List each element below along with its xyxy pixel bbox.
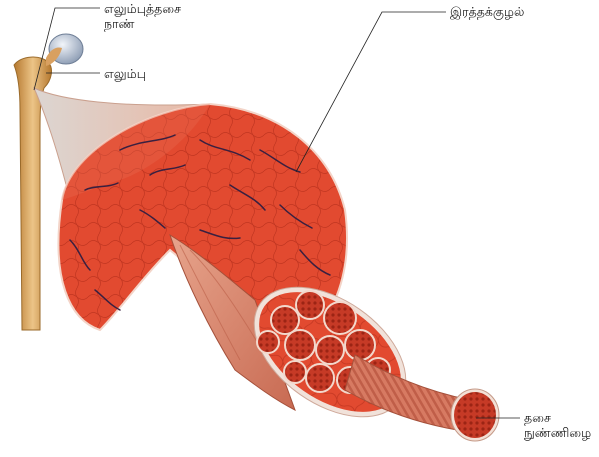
label-muscle-fiber-line1: தசை — [524, 410, 591, 425]
muscle-fiber — [345, 355, 499, 441]
label-blood-vessel: இரத்தக்குழல் — [450, 4, 524, 19]
label-tendon-line2: நாண் — [104, 16, 181, 31]
label-bone-text: எலும்பு — [104, 66, 146, 81]
label-tendon-line1: எலும்புத்தசை — [104, 1, 181, 16]
label-muscle-fiber: தசை நுண்ணிழை — [524, 410, 591, 440]
label-bone: எலும்பு — [104, 66, 146, 81]
label-muscle-fiber-line2: நுண்ணிழை — [524, 425, 591, 440]
label-tendon: எலும்புத்தசை நாண் — [104, 1, 181, 31]
label-blood-vessel-text: இரத்தக்குழல் — [450, 4, 524, 19]
